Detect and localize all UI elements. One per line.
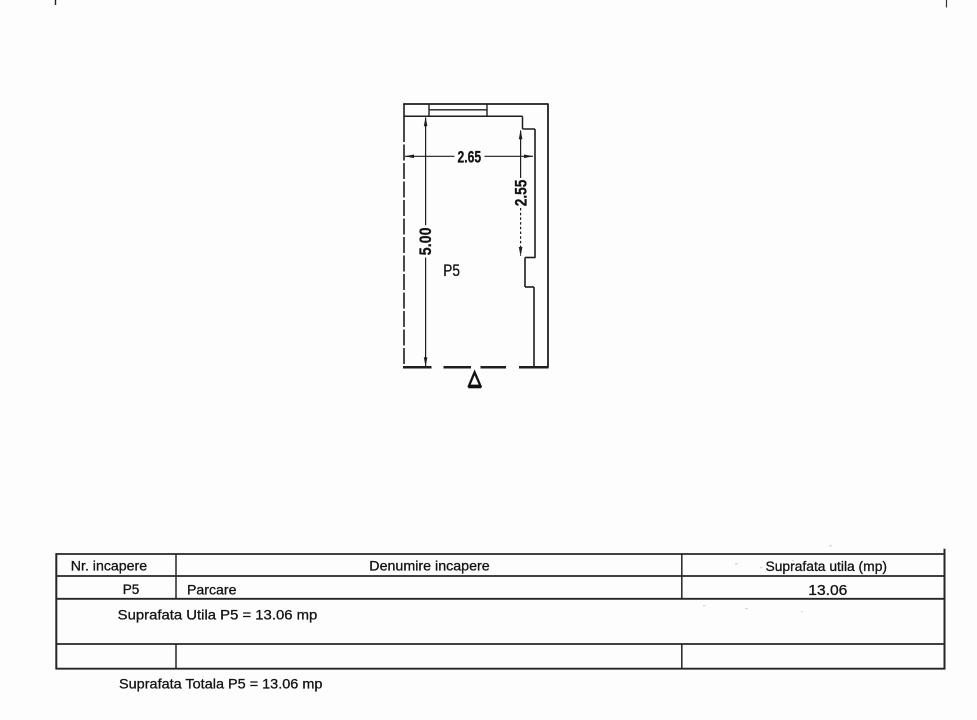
- svg-text:5.00: 5.00: [416, 227, 435, 255]
- svg-text:Parcare: Parcare: [187, 581, 237, 597]
- svg-text:P5: P5: [123, 581, 140, 597]
- svg-text:Suprafata Utila P5 = 13.06 m: Suprafata Utila P5 = 13.06 mp: [118, 606, 318, 622]
- svg-text:Nr. incapere: Nr. incapere: [71, 557, 148, 573]
- svg-text:P5: P5: [443, 262, 460, 280]
- svg-text:13.06: 13.06: [808, 583, 847, 599]
- svg-text:2.55: 2.55: [512, 180, 531, 207]
- svg-text:Denumire incapere: Denumire incapere: [369, 557, 490, 573]
- svg-text:Suprafata utila (mp): Suprafata utila (mp): [766, 559, 888, 574]
- svg-text:2.65: 2.65: [458, 148, 482, 167]
- svg-text:Suprafata Totala P5 = 13.06: Suprafata Totala P5 = 13.06 mp: [119, 676, 323, 692]
